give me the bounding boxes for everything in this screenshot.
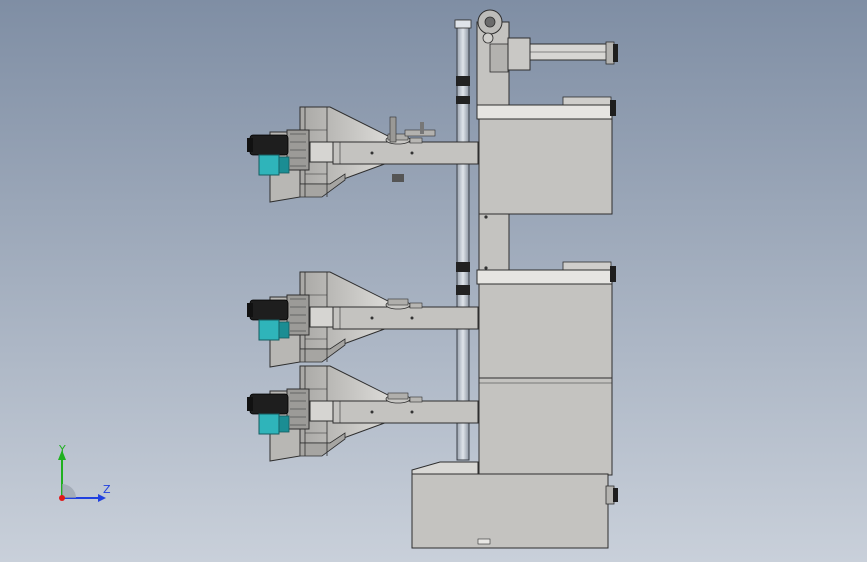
lower-cabinet[interactable] — [478, 377, 613, 476]
y-axis-label: Y — [58, 443, 66, 456]
origin-dot — [59, 495, 65, 501]
vertical-guide-tube[interactable] — [454, 19, 472, 461]
axis-plane-wedge — [62, 484, 76, 498]
middle-cabinet[interactable] — [476, 261, 616, 379]
axis-triad: Y Z — [58, 443, 111, 502]
top-drive-column[interactable] — [476, 9, 618, 108]
y-axis-arrow — [58, 450, 66, 460]
middle-column[interactable] — [478, 213, 510, 273]
z-axis-arrow — [98, 494, 106, 502]
upper-feed-unit[interactable] — [246, 106, 479, 203]
base-unit[interactable] — [411, 461, 618, 549]
upper-cabinet[interactable] — [476, 96, 616, 215]
z-axis-label: Z — [103, 483, 111, 496]
